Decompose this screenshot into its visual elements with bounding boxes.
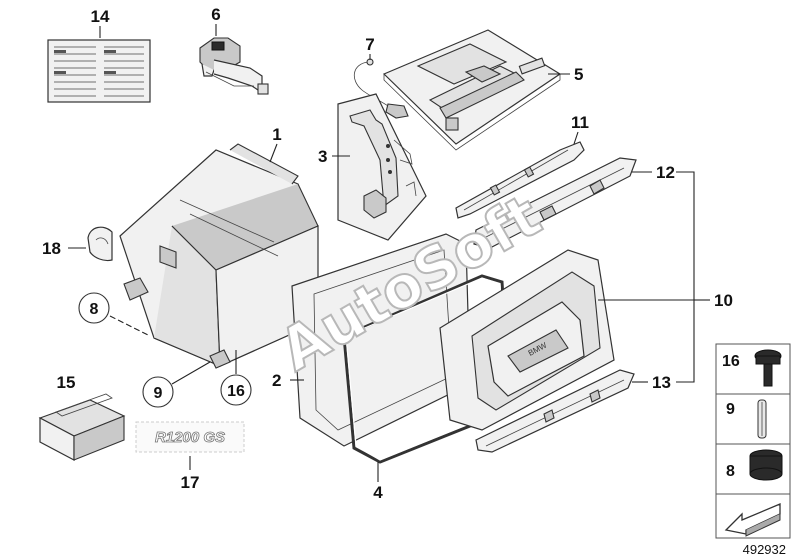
callout-7: 7 [365,35,374,54]
callout-9-circle: 9 [142,376,174,408]
callout-10: 10 [714,291,733,310]
pin-9-icon [757,399,767,439]
callout-4: 4 [373,483,383,502]
callout-2: 2 [272,371,281,390]
callout-16-circle: 16 [220,374,252,406]
callout-11: 11 [571,113,589,132]
callout-3: 3 [318,147,327,166]
callout-17: 17 [181,473,200,492]
part-14-label-sheet [47,39,151,103]
legend-label-16: 16 [722,353,740,370]
legend-panel: 16 9 8 [715,343,791,539]
legend-label-8: 8 [726,463,735,480]
callout-8-circle: 8 [78,292,110,324]
part-12-sealing-strip [473,157,637,249]
callout-18: 18 [42,239,61,258]
reference-number: 492932 [743,542,786,557]
callout-12: 12 [656,163,675,182]
callout-1: 1 [272,125,281,144]
part-6-lock-assembly [199,37,269,95]
part-13-edge-strip [475,369,635,453]
callout-16: 16 [227,383,245,400]
emblem-text: R1200 GS [155,429,225,446]
grommet-8-icon [749,449,783,481]
part-11-latch-strip [455,141,585,219]
callout-9: 9 [154,385,163,402]
part-15-box [38,393,126,461]
callout-13: 13 [652,373,671,392]
part-7-cable [354,58,409,119]
part-1-case-body [119,143,319,369]
part-18-corner-cap [87,226,113,262]
legend-label-9: 9 [726,401,735,418]
part-10-lid: BMW [439,249,615,431]
callout-6: 6 [211,5,220,24]
callout-5: 5 [574,65,583,84]
callout-15: 15 [57,373,76,392]
part-5-lid-insert [382,29,562,151]
callout-8: 8 [90,301,99,318]
arrow-icon [724,503,781,537]
callout-14: 14 [91,7,110,26]
part-3-mounting-bracket [337,93,427,241]
screw-16-icon [754,349,782,387]
part-17-emblem: R1200 GS [135,421,245,453]
